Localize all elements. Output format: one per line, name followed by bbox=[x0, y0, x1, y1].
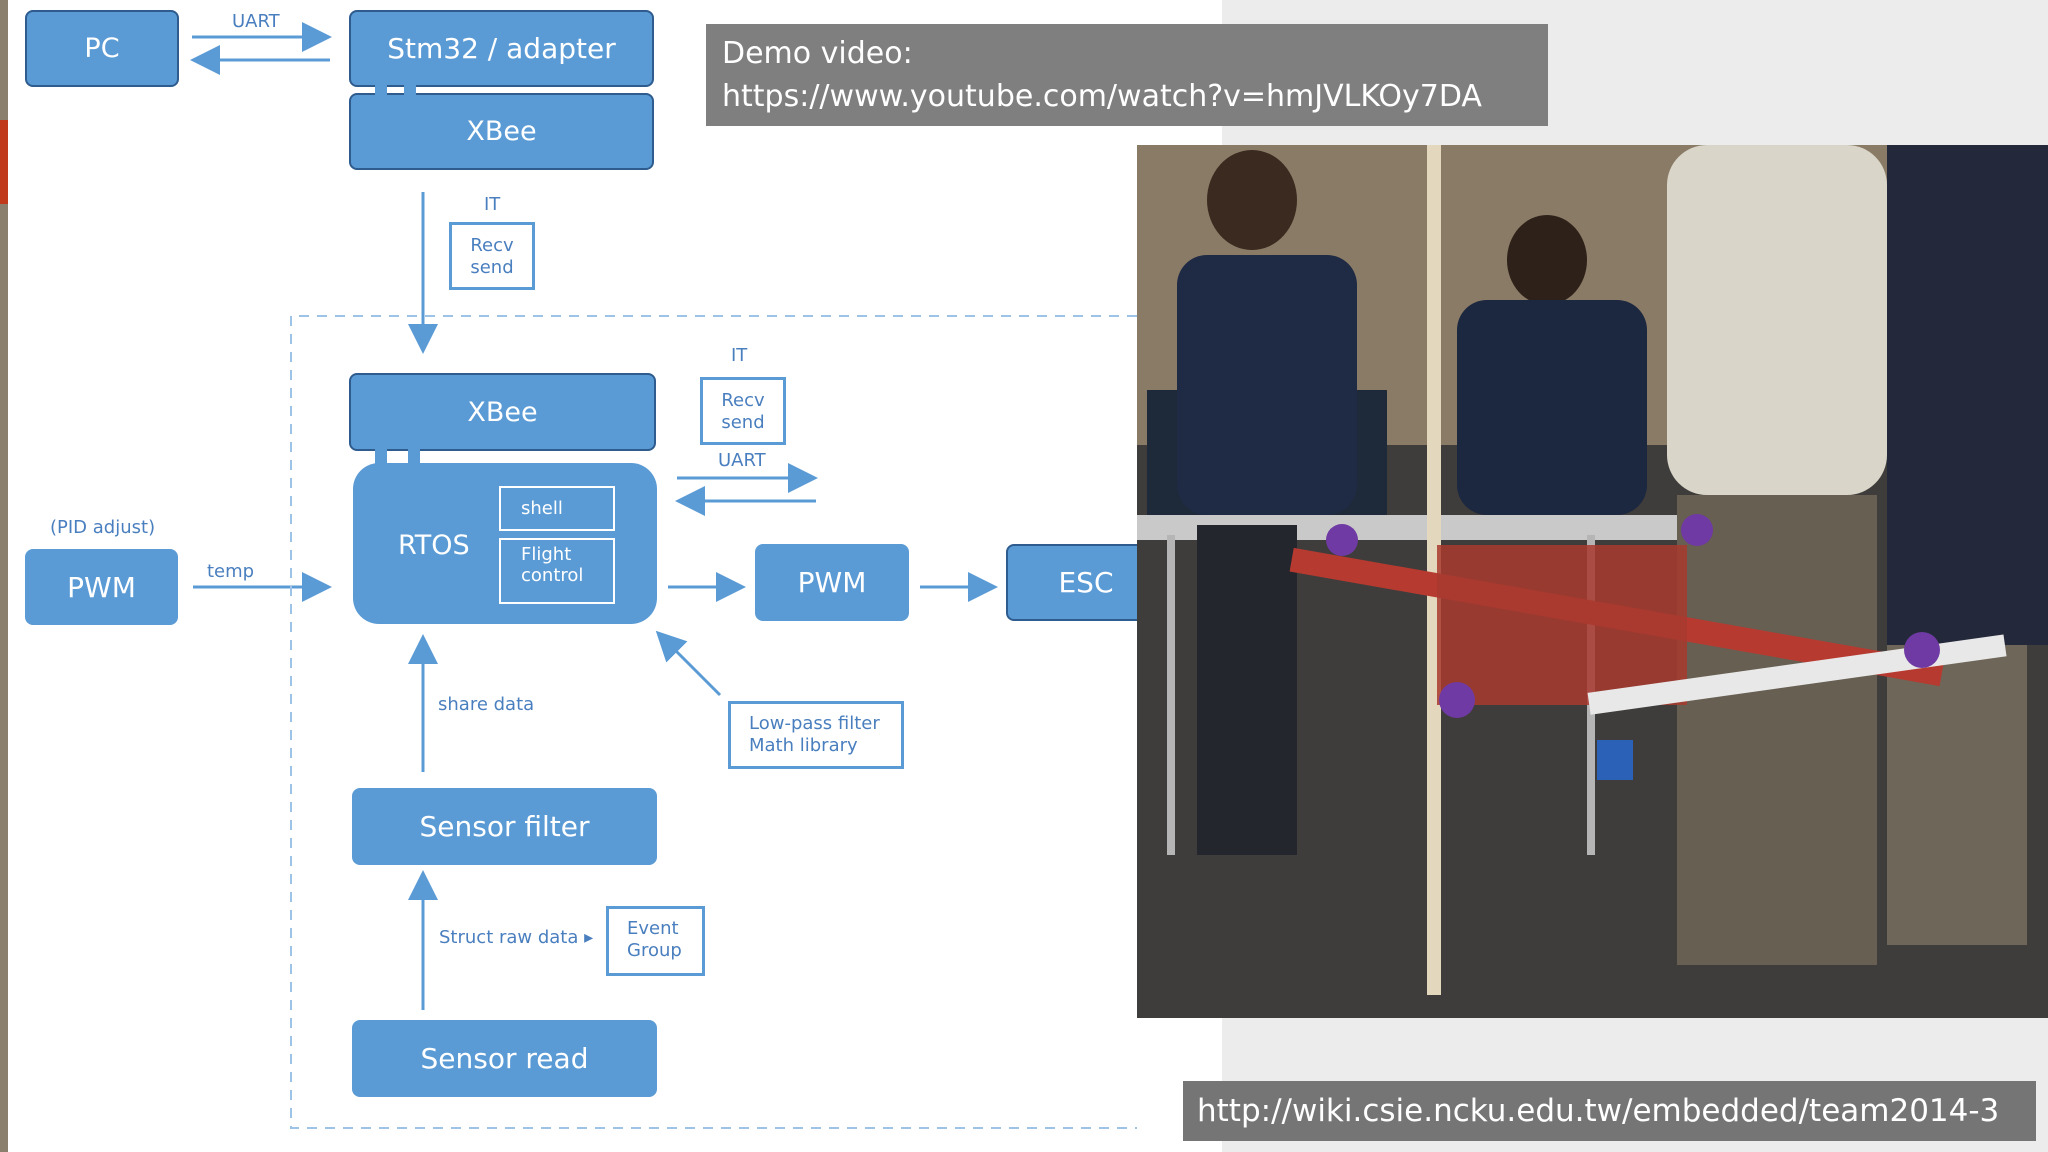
control-label: control bbox=[521, 565, 584, 586]
rtos-label: RTOS bbox=[398, 530, 470, 561]
event-label: Event bbox=[627, 918, 679, 939]
shell-box: shell bbox=[499, 486, 615, 531]
share-data-label: share data bbox=[438, 694, 535, 715]
team-drone-photo bbox=[1137, 145, 2048, 1018]
stm32-box: Stm32 / adapter bbox=[349, 10, 654, 87]
recv-label: Recv bbox=[470, 235, 514, 256]
sensor-read-box: Sensor read bbox=[352, 1020, 657, 1097]
event-group-box: Event Group bbox=[606, 906, 705, 976]
wiki-url-banner[interactable]: http://wiki.csie.ncku.edu.tw/embedded/te… bbox=[1183, 1081, 2036, 1141]
pwm-right-box: PWM bbox=[755, 544, 909, 621]
send-label: send bbox=[470, 257, 514, 278]
pwm-left-box: PWM bbox=[25, 549, 178, 625]
xbee-top-box: XBee bbox=[349, 93, 654, 170]
lowpass-label: Low-pass filter bbox=[749, 713, 880, 734]
slide-edge-accent bbox=[0, 120, 8, 204]
sensor-filter-box: Sensor filter bbox=[352, 788, 657, 865]
recv-label: Recv bbox=[721, 390, 765, 411]
pc-box: PC bbox=[25, 10, 179, 87]
flight-label: Flight bbox=[521, 544, 572, 565]
diagram-connectors bbox=[190, 22, 1137, 1129]
connector-pin bbox=[375, 449, 387, 465]
recv-send-box-2: Recv send bbox=[700, 377, 786, 445]
it-label-1: IT bbox=[484, 194, 501, 215]
math-library-label: Math library bbox=[749, 735, 858, 756]
uart-top-label: UART bbox=[232, 11, 280, 32]
connector-pin bbox=[375, 84, 387, 96]
demo-video-banner: Demo video: https://www.youtube.com/watc… bbox=[706, 24, 1548, 126]
xbee-main-box: XBee bbox=[349, 373, 656, 451]
it-label-2: IT bbox=[731, 345, 748, 366]
struct-raw-label: Struct raw data ▸ bbox=[439, 927, 594, 948]
lowpass-box: Low-pass filter Math library bbox=[728, 701, 904, 769]
demo-video-title: Demo video: bbox=[722, 36, 913, 71]
pid-adjust-label: (PID adjust) bbox=[50, 517, 156, 538]
temp-label: temp bbox=[207, 561, 255, 582]
system-boundary bbox=[290, 315, 1137, 1129]
rtos-box: RTOS shell Flight control bbox=[353, 463, 657, 624]
connector-pin bbox=[408, 449, 420, 465]
group-label: Group bbox=[627, 940, 682, 961]
lowpass-arrow bbox=[655, 630, 722, 697]
flight-control-box: Flight control bbox=[499, 538, 615, 604]
slide-edge bbox=[0, 0, 8, 1152]
recv-send-box-1: Recv send bbox=[449, 222, 535, 290]
demo-video-link[interactable]: https://www.youtube.com/watch?v=hmJVLKOy… bbox=[722, 79, 1482, 114]
send-label: send bbox=[721, 412, 765, 433]
uart-mid-label: UART bbox=[718, 450, 766, 471]
connector-pin bbox=[404, 84, 416, 96]
